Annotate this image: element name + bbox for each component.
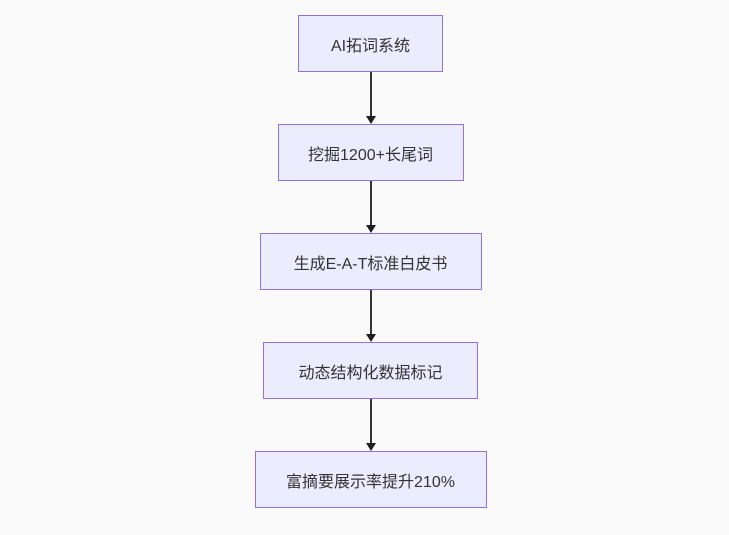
flowchart-node-ai-word-expansion-system: AI拓词系统: [298, 15, 443, 72]
arrow-down-edge-2: [365, 181, 376, 233]
node-label: 挖掘1200+长尾词: [308, 146, 433, 164]
arrow-down-edge-4: [365, 399, 376, 451]
node-label: 动态结构化数据标记: [298, 364, 443, 382]
arrow-line: [369, 290, 372, 335]
node-label: 生成E-A-T标准白皮书: [293, 255, 448, 273]
flowchart-column: AI拓词系统 挖掘1200+长尾词 生成E-A-T标准白皮书 动态结构化数据标记: [254, 15, 487, 508]
arrow-down-edge-1: [365, 72, 376, 124]
flowchart-node-generate-eat-whitepaper: 生成E-A-T标准白皮书: [259, 233, 482, 290]
arrowhead-down-icon: [365, 443, 376, 451]
flowchart-node-rich-snippet-rate-increase: 富摘要展示率提升210%: [254, 451, 487, 508]
arrow-line: [369, 399, 372, 444]
flowchart-node-mine-longtail-keywords: 挖掘1200+长尾词: [277, 124, 464, 181]
arrow-line: [369, 181, 372, 226]
arrow-down-edge-3: [365, 290, 376, 342]
flowchart-node-dynamic-structured-data-markup: 动态结构化数据标记: [263, 342, 478, 399]
arrow-line: [369, 72, 372, 117]
arrowhead-down-icon: [365, 334, 376, 342]
node-label: AI拓词系统: [330, 37, 411, 55]
arrowhead-down-icon: [365, 116, 376, 124]
arrowhead-down-icon: [365, 225, 376, 233]
node-label: 富摘要展示率提升210%: [286, 473, 455, 491]
